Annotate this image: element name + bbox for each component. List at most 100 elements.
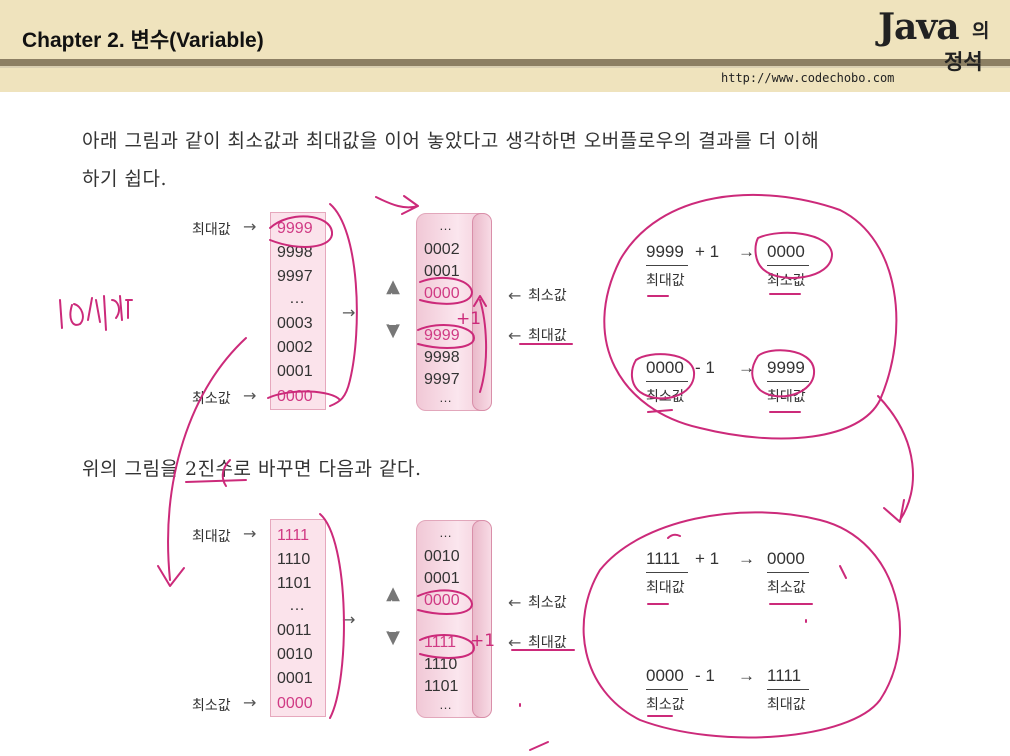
left-arrow-icon: ← — [508, 326, 522, 345]
handwritten-arrow — [529, 741, 549, 751]
column-value: 0002 — [277, 339, 313, 356]
arrow-icon: → — [243, 524, 257, 543]
paragraph-1-line-2: 하기 쉽다. — [82, 168, 167, 190]
max-label: 최대값 — [192, 529, 231, 545]
column-value: 0001 — [277, 363, 313, 380]
equation-label: 최대값 — [767, 697, 806, 713]
equation-operator: + 1 — [695, 549, 720, 568]
cylinder-value: 9997 — [424, 371, 460, 388]
down-arrow-icon: ▼ — [386, 320, 400, 341]
column-value: 0011 — [277, 622, 312, 639]
fraction-line — [646, 689, 688, 690]
book-logo-particle: 의 — [972, 20, 990, 42]
fraction-line — [646, 265, 688, 266]
cylinder-ellipsis: … — [439, 525, 452, 540]
minus-icon: − — [388, 625, 398, 638]
max-label: 최대값 — [528, 635, 567, 651]
handwritten-ellipse — [582, 511, 901, 739]
cylinder-ellipsis: … — [439, 697, 452, 712]
column-value: 1101 — [277, 575, 312, 592]
equation-result: 0000 — [767, 549, 805, 568]
equation-label: 최소값 — [646, 697, 685, 713]
column-ellipsis: … — [289, 290, 305, 307]
arrow-icon: → — [243, 217, 257, 236]
max-label: 최대값 — [192, 222, 231, 238]
cylinder-value: 1110 — [424, 656, 458, 673]
arrow-icon: → — [738, 549, 755, 568]
minus-icon: − — [388, 318, 398, 331]
cylinder-ellipsis: … — [439, 218, 452, 233]
equation-operand: 9999 — [646, 242, 684, 261]
cylinder-rim — [472, 520, 492, 718]
column-value: 0003 — [277, 315, 313, 332]
fraction-line — [767, 381, 809, 382]
arrow-icon: → — [243, 693, 257, 712]
min-label: 최소값 — [528, 595, 567, 611]
handwritten-arrow — [375, 195, 419, 215]
column-value: 9999 — [277, 220, 313, 237]
book-logo-java: Java — [878, 6, 960, 48]
column-value: 1111 — [277, 527, 310, 544]
equation-operand: 1111 — [646, 549, 681, 568]
cylinder-value: 0001 — [424, 263, 460, 280]
plus-icon: + — [387, 290, 397, 303]
chapter-title: Chapter 2. 변수(Variable) — [22, 29, 264, 52]
column-value: 1110 — [277, 551, 311, 568]
left-arrow-icon: ← — [508, 286, 522, 305]
arrow-icon: → — [738, 666, 755, 685]
arrow-icon: → — [738, 358, 755, 377]
fraction-line — [767, 572, 809, 573]
paragraph-2: 위의 그림을 2진수로 바꾸면 다음과 같다. — [82, 458, 422, 480]
plus-icon: + — [387, 597, 397, 610]
equation-operand: 0000 — [646, 358, 684, 377]
arrow-icon: → — [342, 610, 356, 629]
handwritten-arrow — [877, 395, 914, 523]
equation-operator: + 1 — [695, 242, 720, 261]
header-rule — [0, 59, 1010, 66]
cylinder-value: 9999 — [424, 327, 460, 344]
arrow-icon: → — [243, 386, 257, 405]
max-label: 최대값 — [528, 328, 567, 344]
page-header: Chapter 2. 변수(Variable) Java 의 정석 http:/… — [0, 0, 1010, 92]
equation-label: 최대값 — [767, 389, 806, 405]
handwritten-note-16 — [59, 295, 133, 331]
min-label: 최소값 — [192, 698, 231, 714]
equation-operator: - 1 — [695, 666, 715, 685]
column-value: 9997 — [277, 268, 313, 285]
cylinder-value: 1111 — [424, 634, 457, 651]
cylinder-rim — [472, 213, 492, 411]
min-label: 최소값 — [192, 391, 231, 407]
equation-result: 0000 — [767, 242, 805, 261]
up-arrow-icon: ▲ — [386, 583, 400, 604]
left-arrow-icon: ← — [508, 633, 522, 652]
cylinder-ellipsis: … — [439, 390, 452, 405]
equation-label: 최소값 — [767, 273, 806, 289]
fraction-line — [767, 265, 809, 266]
equation-operator: - 1 — [695, 358, 715, 377]
column-value: 0010 — [277, 646, 313, 663]
equation-operand: 0000 — [646, 666, 684, 685]
cylinder-value: 0001 — [424, 570, 460, 587]
paragraph-1-line-1: 아래 그림과 같이 최소값과 최대값을 이어 놓았다고 생각하면 오버플로우의 … — [82, 130, 820, 152]
column-value: 9998 — [277, 244, 313, 261]
cylinder-value: 0000 — [424, 592, 460, 609]
cylinder-value: 1101 — [424, 678, 459, 695]
cylinder-value: 0002 — [424, 241, 460, 258]
website-url: http://www.codechobo.com — [721, 71, 895, 85]
equation-label: 최대값 — [646, 273, 685, 289]
equation-result: 9999 — [767, 358, 805, 377]
up-arrow-icon: ▲ — [386, 276, 400, 297]
min-label: 최소값 — [528, 288, 567, 304]
left-arrow-icon: ← — [508, 593, 522, 612]
fraction-line — [646, 572, 688, 573]
column-ellipsis: … — [289, 597, 305, 614]
cylinder-value: 9998 — [424, 349, 460, 366]
equation-label: 최대값 — [646, 580, 685, 596]
column-value: 0000 — [277, 388, 313, 405]
cylinder-value: 0010 — [424, 548, 460, 565]
arrow-icon: → — [342, 303, 356, 322]
fraction-line — [646, 381, 688, 382]
down-arrow-icon: ▼ — [386, 627, 400, 648]
cylinder-value: 0000 — [424, 285, 460, 302]
column-value: 0000 — [277, 695, 313, 712]
